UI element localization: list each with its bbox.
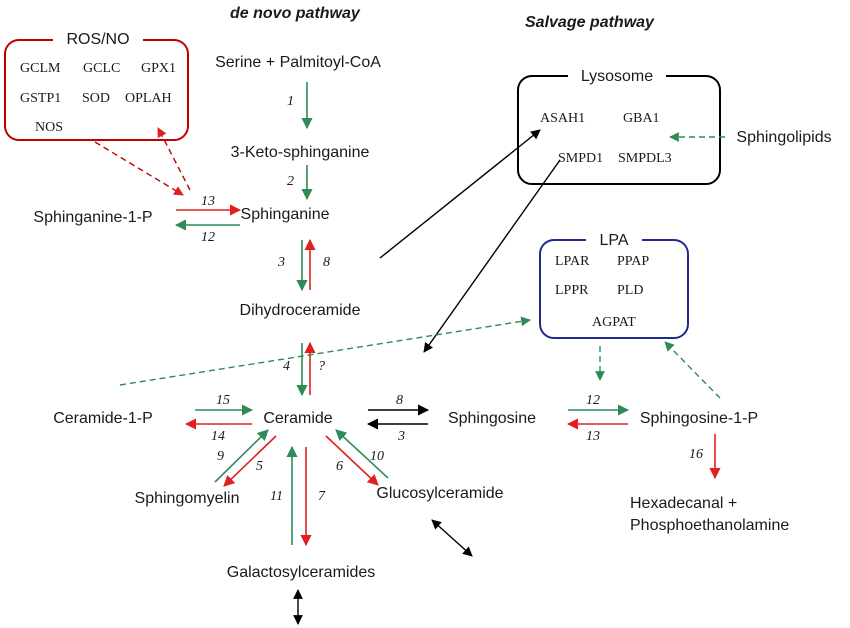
step-label-unknown: ? <box>318 359 325 374</box>
gene-sod: SOD <box>82 91 110 106</box>
de-novo-header: de novo pathway <box>230 5 361 22</box>
salvage-header: Salvage pathway <box>525 14 655 31</box>
ros-no-box: ROS/NO GCLM GCLC GPX1 GSTP1 SOD OPLAH NO… <box>4 30 189 141</box>
node-dihydroceramide: Dihydroceramide <box>240 302 361 319</box>
dihydroceramide-to-lpa-link <box>119 316 531 386</box>
node-ceramide-1-p: Ceramide-1-P <box>53 410 153 427</box>
gene-smpd1: SMPD1 <box>558 151 603 166</box>
gene-lpar: LPAR <box>555 254 590 269</box>
node-ceramide: Ceramide <box>263 410 332 427</box>
step-label-16: 16 <box>689 447 703 462</box>
node-hexadecanal: Hexadecanal + <box>630 495 737 512</box>
lpa-box: LPA LPAR PPAP LPPR PLD AGPAT <box>539 230 689 339</box>
sphinganine-to-ros-link <box>157 127 191 191</box>
node-3-keto-sphinganine: 3-Keto-sphinganine <box>231 144 370 161</box>
sphingosine-1-p-to-lpa-link <box>664 341 721 399</box>
gene-gclc: GCLC <box>83 61 120 76</box>
step-label-12a: 12 <box>201 230 215 245</box>
gene-oplah: OPLAH <box>125 91 172 106</box>
step-label-2: 2 <box>287 174 294 189</box>
arrow-step-5 <box>223 435 277 487</box>
gene-agpat: AGPAT <box>592 315 636 330</box>
step-label-14: 14 <box>211 429 225 444</box>
step-label-3: 3 <box>277 255 285 270</box>
ros-to-sphinganine-link <box>94 141 184 196</box>
node-sphinganine-1-p: Sphinganine-1-P <box>33 209 152 226</box>
gene-asah1: ASAH1 <box>540 111 585 126</box>
gene-lppr: LPPR <box>555 283 589 298</box>
step-label-8: 8 <box>323 255 330 270</box>
lysosome-box: Lysosome ASAH1 GBA1 SMPD1 SMPDL3 <box>517 66 721 185</box>
node-serine-palmitoyl-coa: Serine + Palmitoyl-CoA <box>215 54 381 71</box>
gene-ppap: PPAP <box>617 254 649 269</box>
gene-smpdl3: SMPDL3 <box>618 151 672 166</box>
glucosylceramide-double-arrow <box>431 519 473 557</box>
step-label-6: 6 <box>336 459 343 474</box>
lysosome-to-ceramide-link <box>423 159 561 353</box>
sphinganine-to-lysosome-link <box>379 129 541 259</box>
gene-gclm: GCLM <box>20 61 61 76</box>
node-galactosylceramides: Galactosylceramides <box>227 564 376 581</box>
step-label-5: 5 <box>256 459 263 474</box>
node-sphingomyelin: Sphingomyelin <box>135 490 240 507</box>
node-glucosylceramide: Glucosylceramide <box>376 485 503 502</box>
step-label-7: 7 <box>318 489 326 504</box>
arrow-step-6 <box>325 435 379 486</box>
step-label-12b: 12 <box>586 393 600 408</box>
lpa-title: LPA <box>599 232 628 249</box>
step-label-11: 11 <box>270 489 283 504</box>
gene-gstp1: GSTP1 <box>20 91 61 106</box>
gene-gba1: GBA1 <box>623 111 660 126</box>
gene-pld: PLD <box>617 283 643 298</box>
ros-no-title: ROS/NO <box>66 31 129 48</box>
gene-nos: NOS <box>35 120 63 135</box>
node-sphingosine-1-p: Sphingosine-1-P <box>640 410 758 427</box>
node-phosphoethanolamine: Phosphoethanolamine <box>630 517 789 534</box>
step-label-3b: 3 <box>397 429 405 444</box>
step-label-4: 4 <box>283 359 290 374</box>
node-sphinganine: Sphinganine <box>241 206 330 223</box>
step-label-1: 1 <box>287 94 294 109</box>
step-label-13a: 13 <box>201 194 215 209</box>
lysosome-title: Lysosome <box>581 68 653 85</box>
node-sphingolipids: Sphingolipids <box>736 129 831 146</box>
arrow-step-10 <box>335 429 389 479</box>
step-label-9: 9 <box>217 449 224 464</box>
step-label-8b: 8 <box>396 393 403 408</box>
step-label-13b: 13 <box>586 429 600 444</box>
step-label-15: 15 <box>216 393 230 408</box>
node-sphingosine: Sphingosine <box>448 410 536 427</box>
step-label-10: 10 <box>370 449 384 464</box>
arrow-step-9 <box>214 429 269 483</box>
gene-gpx1: GPX1 <box>141 61 176 76</box>
